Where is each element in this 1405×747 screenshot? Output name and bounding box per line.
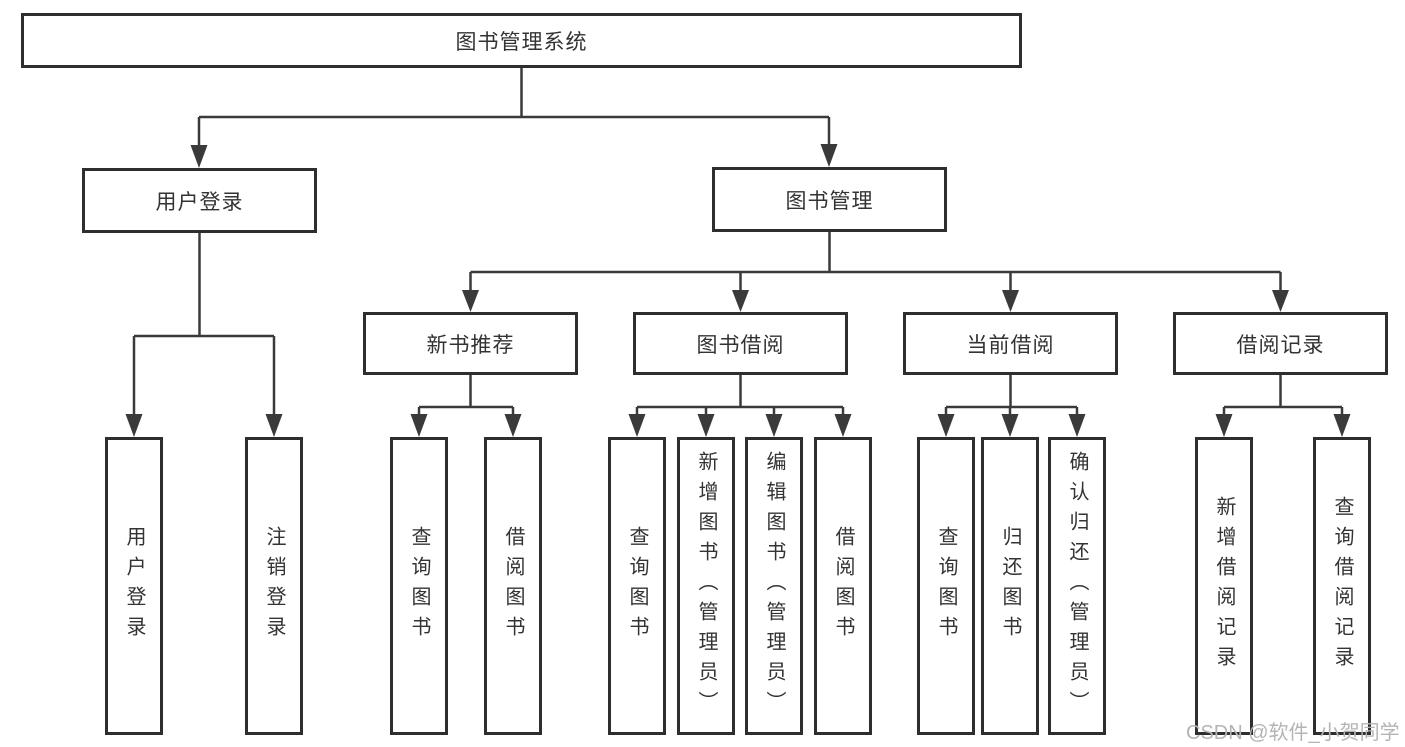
node-label: 查询借阅记录 <box>1331 496 1353 676</box>
node-leaf-borrow-books-recommend: 借阅图书 <box>484 437 542 735</box>
arrowhead <box>462 290 479 312</box>
arrowhead <box>410 414 428 437</box>
node-leaf-query-books-current: 查询图书 <box>917 437 975 735</box>
node-borrowing-records: 借阅记录 <box>1173 312 1388 375</box>
arrowhead <box>1068 414 1086 437</box>
node-label: 确认归还（管理员） <box>1066 451 1088 721</box>
arrowhead <box>1002 290 1019 312</box>
node-leaf-edit-books-admin: 编辑图书（管理员） <box>745 437 803 735</box>
arrowhead <box>190 145 208 168</box>
arrowhead <box>1272 290 1289 312</box>
arrowhead <box>937 414 955 437</box>
node-leaf-add-borrow-record: 新增借阅记录 <box>1195 437 1253 735</box>
node-current-borrowing: 当前借阅 <box>903 312 1118 375</box>
node-label: 借阅记录 <box>1236 333 1325 357</box>
node-new-book-recommend: 新书推荐 <box>363 312 578 375</box>
connector-current-to-leaves <box>944 375 1079 417</box>
node-label: 图书管理系统 <box>455 30 588 54</box>
connector-newbook-to-leaves <box>417 375 515 417</box>
node-leaf-logout: 注销登录 <box>245 437 303 735</box>
watermark: CSDN @软件_小贺同学 <box>1186 722 1400 744</box>
node-leaf-query-borrow-record: 查询借阅记录 <box>1313 437 1371 735</box>
node-label: 注销登录 <box>263 526 285 646</box>
arrowhead <box>265 414 283 437</box>
arrowhead <box>820 144 838 167</box>
node-leaf-borrow-books: 借阅图书 <box>814 437 872 735</box>
arrowhead <box>697 414 715 437</box>
node-label: 借阅图书 <box>502 526 524 646</box>
arrowhead <box>1215 414 1233 437</box>
node-label: 图书管理 <box>785 189 874 213</box>
node-user-login: 用户登录 <box>82 168 317 233</box>
arrowhead <box>628 414 646 437</box>
connector-bookmgmt-to-level3 <box>469 232 1282 292</box>
arrowhead <box>125 414 143 437</box>
arrowhead <box>504 414 522 437</box>
connector-borrowing-to-leaves <box>635 375 845 417</box>
node-leaf-return-books: 归还图书 <box>981 437 1039 735</box>
node-label: 查询图书 <box>935 526 957 646</box>
arrowhead <box>834 414 852 437</box>
node-leaf-user-login: 用户登录 <box>105 437 163 735</box>
node-label: 新增借阅记录 <box>1213 496 1235 676</box>
node-book-borrowing: 图书借阅 <box>633 312 848 375</box>
node-label: 图书借阅 <box>696 333 785 357</box>
node-label: 查询图书 <box>626 526 648 646</box>
node-label: 编辑图书（管理员） <box>763 451 785 721</box>
arrowhead <box>1333 414 1351 437</box>
node-label: 查询图书 <box>408 526 430 646</box>
arrowhead <box>732 290 749 312</box>
arrowhead <box>765 414 783 437</box>
node-label: 新增图书（管理员） <box>695 451 717 721</box>
node-leaf-query-books-recommend: 查询图书 <box>390 437 448 735</box>
connector-root-to-level2 <box>197 68 831 146</box>
arrowhead <box>1001 414 1019 437</box>
connector-userlogin-to-leaves <box>132 233 276 416</box>
node-leaf-confirm-return-admin: 确认归还（管理员） <box>1048 437 1106 735</box>
arrowheads <box>125 144 1351 437</box>
node-label: 归还图书 <box>999 526 1021 646</box>
node-label: 当前借阅 <box>966 333 1055 357</box>
node-root: 图书管理系统 <box>21 13 1022 68</box>
node-leaf-add-books-admin: 新增图书（管理员） <box>677 437 735 735</box>
node-leaf-query-books-borrowing: 查询图书 <box>608 437 666 735</box>
connector-records-to-leaves <box>1222 375 1344 417</box>
node-book-management: 图书管理 <box>712 167 947 232</box>
node-label: 用户登录 <box>155 190 244 214</box>
node-label: 新书推荐 <box>426 333 515 357</box>
node-label: 借阅图书 <box>832 526 854 646</box>
node-label: 用户登录 <box>123 526 145 646</box>
